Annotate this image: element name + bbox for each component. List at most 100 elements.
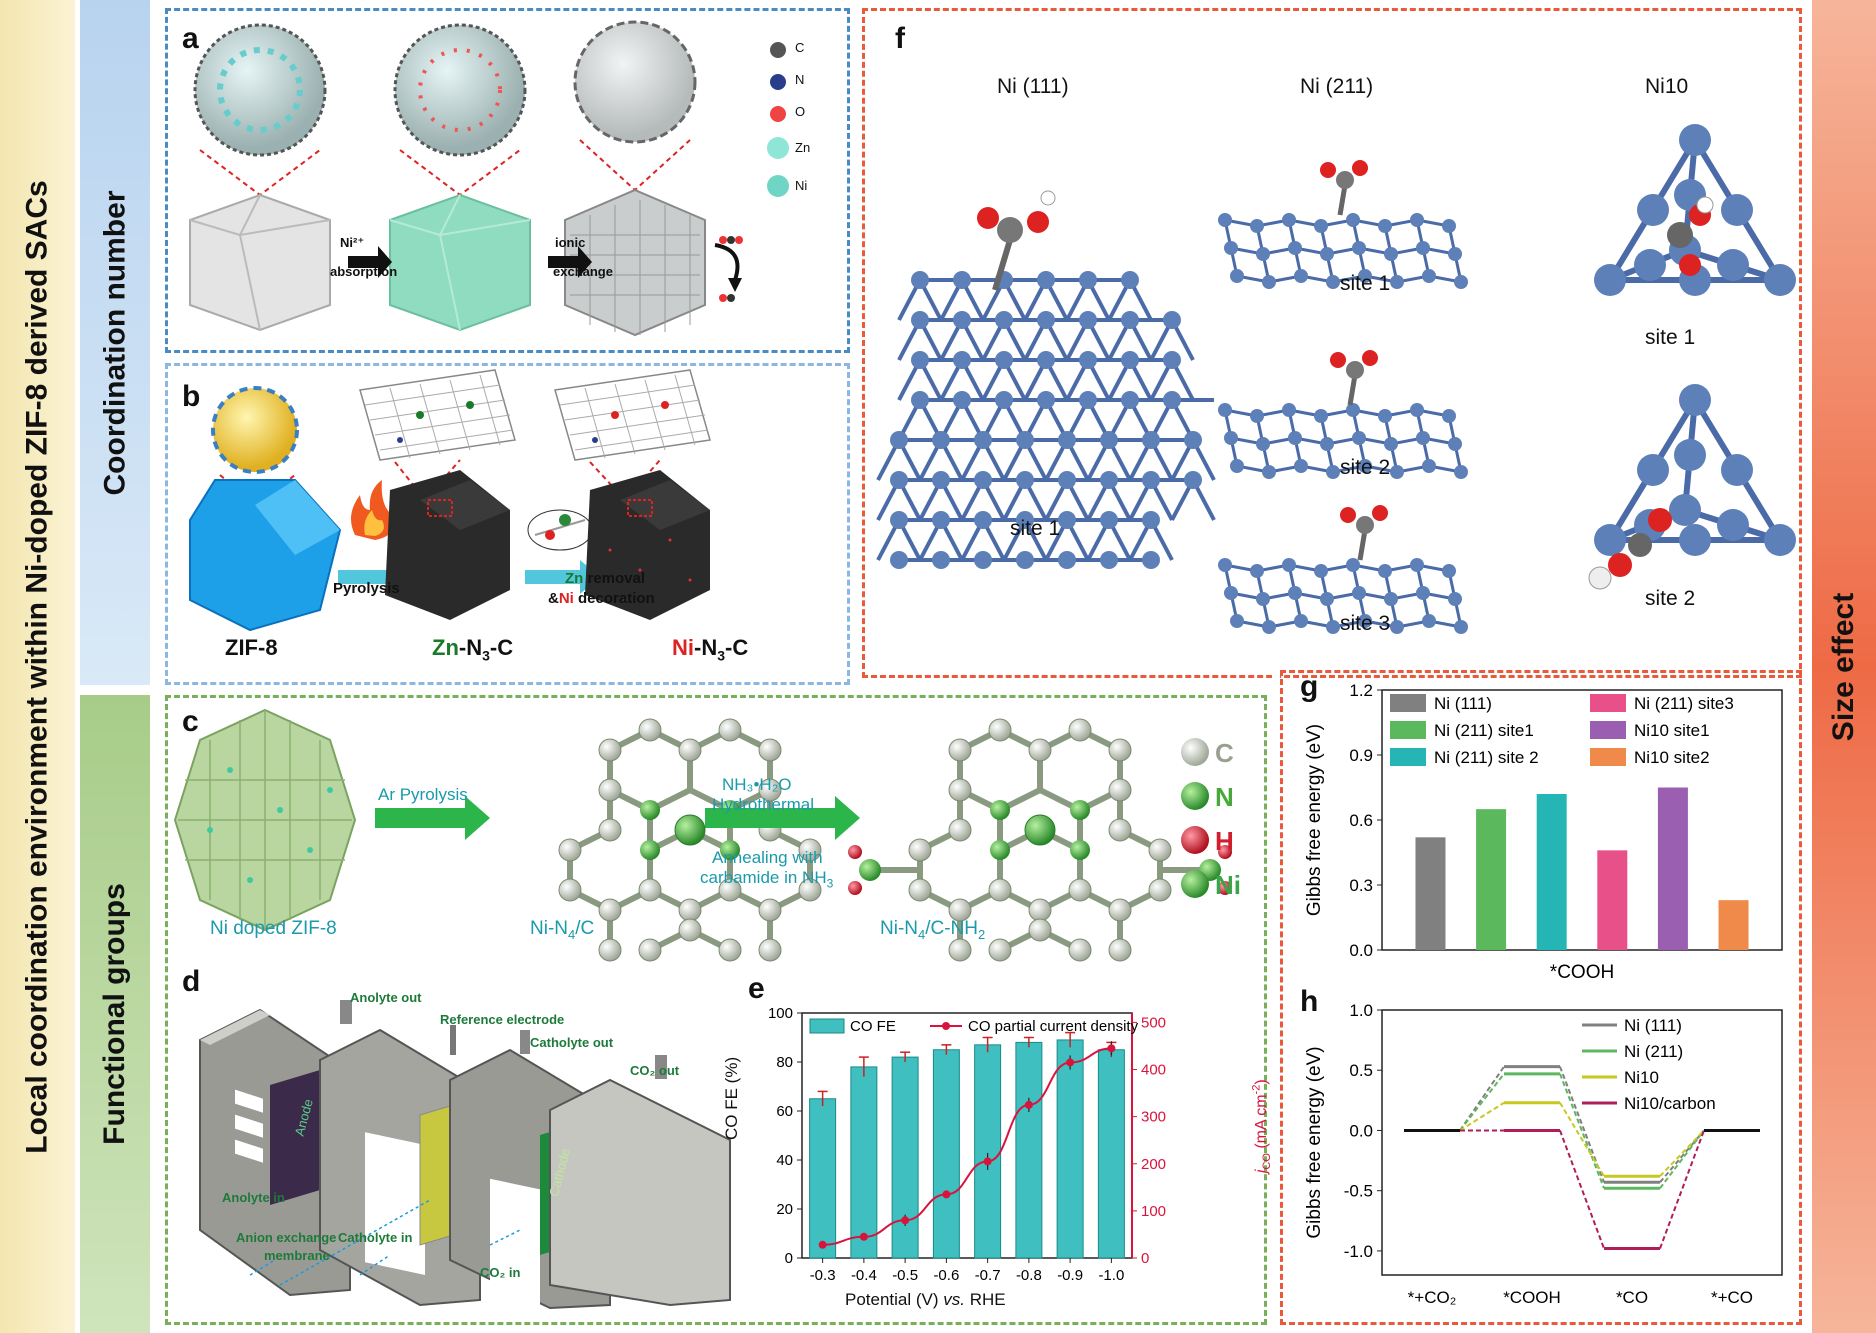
panel-g-legend-label: Ni (211) site1 [1434, 721, 1534, 740]
panel-e-bar [1056, 1039, 1084, 1259]
ni211-atom [1218, 558, 1232, 572]
panel-c-illustration [173, 708, 1232, 962]
ni211-atom [1346, 213, 1360, 227]
size-band-label: Size effect [1827, 592, 1861, 741]
ni211-atom [1294, 459, 1308, 473]
ni211-atom [1320, 592, 1334, 606]
panel-b-label-ni-n3-c: Ni-N3-C [672, 635, 749, 664]
ni211-atom [1262, 620, 1276, 634]
panel-b-removal: removal [583, 570, 646, 587]
ni211-atom [1250, 409, 1264, 423]
panel-f-col-ni10: Ni10 [1645, 75, 1689, 98]
ni211-atom [1416, 431, 1430, 445]
ni211-atom [1384, 592, 1398, 606]
ni111-atom [1037, 311, 1055, 329]
ni211-atom [1314, 409, 1328, 423]
panel-e-y2tick-label: 0 [1141, 1250, 1149, 1267]
ni211-atom [1256, 592, 1270, 606]
ni111-adsorbate-bond [992, 239, 1013, 291]
ni211-atom [1282, 213, 1296, 227]
panel-e-bar [809, 1098, 837, 1259]
panel-b-decoration: decoration [573, 590, 655, 607]
panel-e-xtick-label: -0.6 [933, 1267, 959, 1284]
ni211-atom [1218, 213, 1232, 227]
panel-e-point [901, 1216, 910, 1225]
ni111-atom [1142, 551, 1160, 569]
panel-g-bar [1536, 794, 1567, 950]
panel-e-ytick-label: 20 [776, 1201, 793, 1218]
panel-b-amp: & [548, 590, 559, 607]
ni10-o-atom [1608, 553, 1632, 577]
ni211-atom [1346, 558, 1360, 572]
panel-c-arrow2-top2: Hydrothermal [712, 795, 815, 814]
ni211-o-atom [1320, 162, 1336, 178]
ni211-slab [1218, 160, 1468, 289]
ni211-atom [1358, 614, 1372, 628]
panel-g-xlabel: *COOH [1550, 962, 1614, 983]
ni111-lattice [876, 190, 1216, 569]
panel-e-ytick-label: 80 [776, 1054, 793, 1071]
panel-h-ytick-label: 1.0 [1349, 1001, 1373, 1020]
ni10-atom [1637, 194, 1669, 226]
ni111-atom [1079, 311, 1097, 329]
panel-e-point [859, 1232, 868, 1241]
panel-h-ytick-label: 0.5 [1349, 1061, 1373, 1080]
panel-g-ylabel: Gibbs free energy (eV) [1304, 724, 1325, 916]
ni111-atom [974, 511, 992, 529]
ni111-atom [1184, 431, 1202, 449]
ni111-atom [974, 471, 992, 489]
ni211-o-atom [1362, 350, 1378, 366]
ni111-atom [1100, 431, 1118, 449]
ni111-atom [911, 311, 929, 329]
panel-e-ylabel-left: CO FE (%) [722, 1056, 741, 1140]
ni10-atom [1717, 249, 1749, 281]
ni-n4-c-structure [558, 718, 822, 962]
panel-e-xtick-label: -0.8 [1016, 1267, 1042, 1284]
ni10-o-atom [1679, 254, 1701, 276]
ni111-atom [1142, 471, 1160, 489]
panel-d-catholyte-in: Catholyte in [338, 1230, 413, 1245]
ni211-atom [1384, 247, 1398, 261]
panel-e-bar [1097, 1049, 1125, 1259]
ni211-atom [1294, 614, 1308, 628]
arrow-ar-pyrolysis [375, 796, 490, 840]
ni211-atom [1442, 219, 1456, 233]
ni111-atom [953, 311, 971, 329]
panel-h-connector [1559, 1102, 1605, 1177]
panel-h-connector [1559, 1066, 1605, 1183]
ni211-atom [1448, 437, 1462, 451]
ni211-c-atom [1346, 361, 1364, 379]
panel-g-legend-swatch [1590, 748, 1626, 766]
panel-e-chart: 0204060801000100200300400500-0.3-0.4-0.5… [768, 1005, 1166, 1284]
panel-e-xtick-label: -0.5 [892, 1267, 918, 1284]
panel-c-arrow2-bottom2: carbamide in NH3 [700, 868, 834, 891]
panel-h-connector [1659, 1129, 1705, 1189]
ni111-atom [1079, 391, 1097, 409]
ni211-slab [1218, 350, 1468, 479]
panel-letter-h: h [1300, 985, 1319, 1018]
anode-plate [270, 1070, 320, 1205]
ni-adsorbed-polyhedron [389, 193, 531, 332]
ni111-atom [911, 271, 929, 289]
panel-d-co2-out: CO₂ out [630, 1063, 680, 1078]
ni10-atom [1717, 509, 1749, 541]
panel-h-connector [1559, 1073, 1605, 1189]
panel-e-point [942, 1190, 951, 1199]
panel-g-legend-swatch [1590, 694, 1626, 712]
ni10-atom [1594, 524, 1626, 556]
ni111-atom [890, 511, 908, 529]
arrow-exchange [548, 246, 592, 278]
panel-g-legend-label: Ni (111) [1434, 694, 1492, 713]
ni211-atom [1262, 465, 1276, 479]
panel-b-arrow1-label: Pyrolysis [333, 580, 400, 597]
coordination-band [80, 0, 150, 685]
ni211-atom [1448, 592, 1462, 606]
ni10-atom [1764, 524, 1796, 556]
ni10-atom [1634, 249, 1666, 281]
ni211-atom [1346, 403, 1360, 417]
ni211-atom [1352, 431, 1366, 445]
ni111-atom [1121, 311, 1139, 329]
panel-b-illustration [189, 369, 711, 632]
panel-h-legend-label: Ni (111) [1624, 1016, 1682, 1035]
ni111-atom [1163, 311, 1181, 329]
